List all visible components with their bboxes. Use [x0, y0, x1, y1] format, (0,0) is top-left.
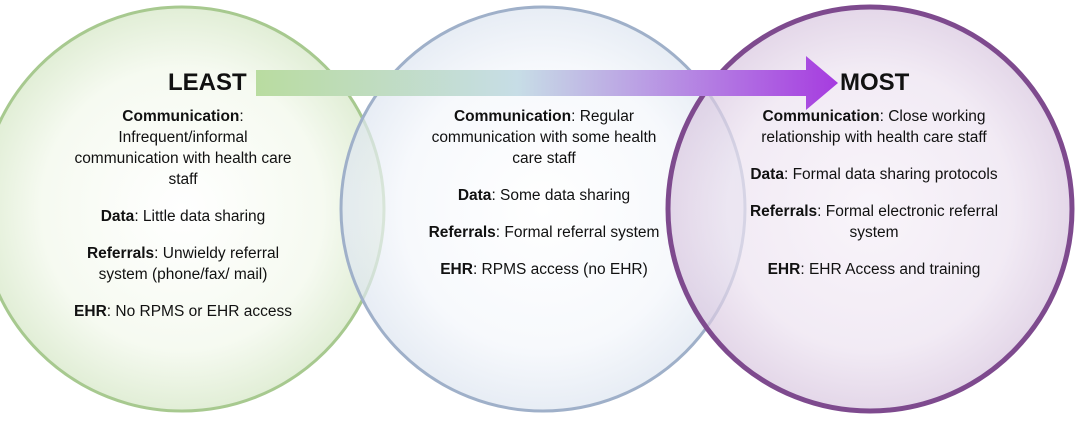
- communication-item: Communication: Infrequent/informal commu…: [67, 106, 299, 190]
- panel-middle: Communication: Regular communication wit…: [428, 106, 660, 296]
- communication-item: Communication: Close working relationshi…: [744, 106, 1004, 148]
- most-label: MOST: [840, 69, 910, 96]
- referrals-text: : Unwieldy referral system (phone/fax/ m…: [98, 245, 280, 283]
- data-label: Data: [100, 208, 135, 225]
- communication-text: : Close working relationship with health…: [761, 108, 987, 146]
- communication-label: Communication: [122, 108, 240, 125]
- referrals-item: Referrals: Formal electronic referral sy…: [744, 201, 1004, 243]
- communication-text: : Regular communication with some health…: [431, 108, 657, 167]
- data-item: Data: Formal data sharing protocols: [744, 164, 1004, 185]
- referrals-text: : Formal electronic referral system: [817, 203, 999, 241]
- communication-text: : Infrequent/informal communication with…: [74, 108, 292, 188]
- ehr-item: EHR: EHR Access and training: [744, 259, 1004, 280]
- data-text: : Some data sharing: [491, 187, 631, 204]
- data-label: Data: [457, 187, 492, 204]
- ehr-text: : RPMS access (no EHR): [472, 261, 648, 278]
- communication-label: Communication: [453, 108, 572, 125]
- referrals-label: Referrals: [428, 224, 496, 241]
- data-text: : Formal data sharing protocols: [783, 166, 998, 183]
- data-item: Data: Little data sharing: [67, 206, 299, 227]
- ehr-text: : EHR Access and training: [800, 261, 981, 278]
- ehr-label: EHR: [767, 261, 801, 278]
- ehr-label: EHR: [74, 303, 107, 320]
- referrals-item: Referrals: Unwieldy referral system (pho…: [67, 243, 299, 285]
- communication-item: Communication: Regular communication wit…: [428, 106, 660, 169]
- panel-most: Communication: Close working relationshi…: [744, 106, 1004, 296]
- communication-label: Communication: [762, 108, 880, 125]
- least-to-most-arrow: [256, 56, 838, 110]
- ehr-item: EHR: RPMS access (no EHR): [428, 259, 660, 280]
- referrals-label: Referrals: [86, 245, 155, 262]
- data-label: Data: [750, 166, 784, 183]
- least-label: LEAST: [168, 69, 247, 96]
- ehr-label: EHR: [440, 261, 473, 278]
- referrals-label: Referrals: [749, 203, 818, 220]
- panel-least: Communication: Infrequent/informal commu…: [67, 106, 299, 338]
- ehr-text: : No RPMS or EHR access: [106, 303, 292, 320]
- circle-most: [665, 4, 1075, 414]
- data-text: : Little data sharing: [134, 208, 266, 225]
- referrals-item: Referrals: Formal referral system: [428, 222, 660, 243]
- data-item: Data: Some data sharing: [428, 185, 660, 206]
- referrals-text: : Formal referral system: [495, 224, 660, 241]
- ehr-item: EHR: No RPMS or EHR access: [67, 301, 299, 322]
